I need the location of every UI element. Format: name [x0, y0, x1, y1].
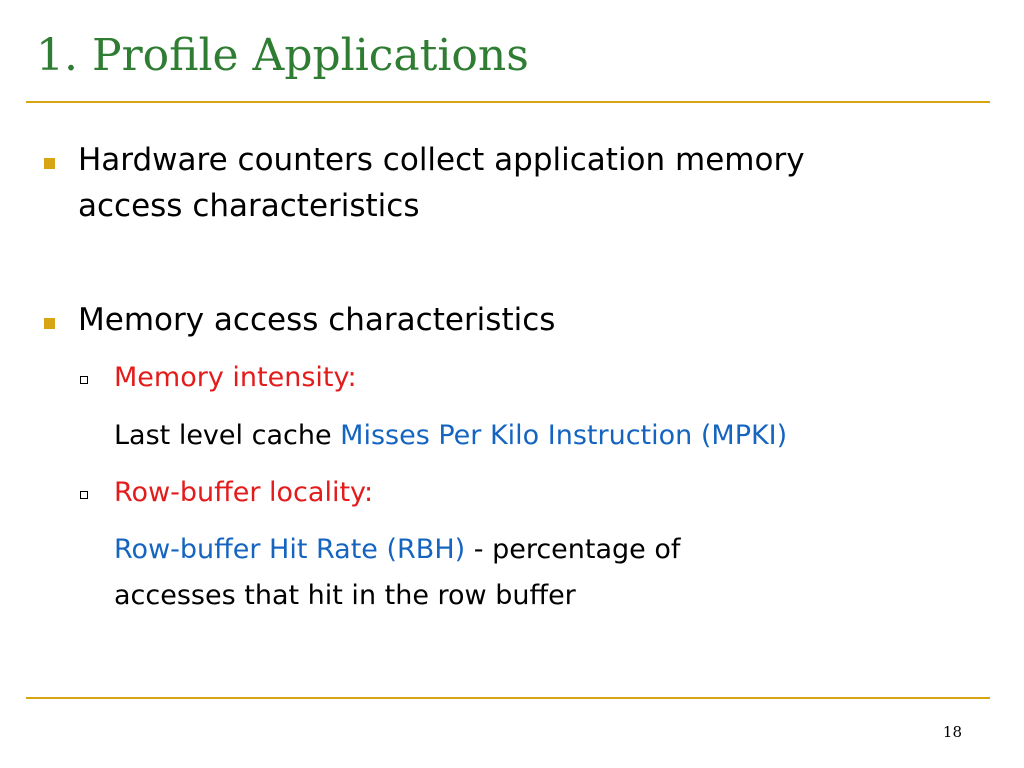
memory-intensity-detail: Last level cache Misses Per Kilo Instruc… [114, 418, 787, 454]
row-buffer-detail-suffix: - percentage of [465, 534, 681, 565]
memory-intensity-heading: Memory intensity: [114, 362, 357, 393]
row-buffer-detail-line-2: accesses that hit in the row buffer [114, 580, 576, 611]
title-divider [26, 101, 990, 103]
row-buffer-locality-heading: Row-buffer locality: [114, 477, 374, 508]
hollow-square-bullet-icon [80, 491, 88, 499]
rbh-term: Row-buffer Hit Rate (RBH) [114, 534, 466, 565]
bullet-1-line-1: Hardware counters collect application me… [78, 142, 805, 178]
square-bullet-icon [44, 318, 55, 329]
row-buffer-detail-line-1: Row-buffer Hit Rate (RBH) - percentage o… [114, 532, 680, 568]
footer-divider [26, 697, 990, 699]
page-number: 18 [942, 723, 962, 741]
mpki-term: Misses Per Kilo Instruction (MPKI) [340, 420, 788, 451]
memory-intensity-detail-prefix: Last level cache [114, 420, 341, 451]
square-bullet-icon [44, 158, 55, 169]
bullet-1-line-2: access characteristics [78, 188, 420, 224]
bullet-2-line-1: Memory access characteristics [78, 302, 556, 338]
slide-title: 1. Profile Applications [36, 30, 529, 81]
hollow-square-bullet-icon [80, 376, 88, 384]
